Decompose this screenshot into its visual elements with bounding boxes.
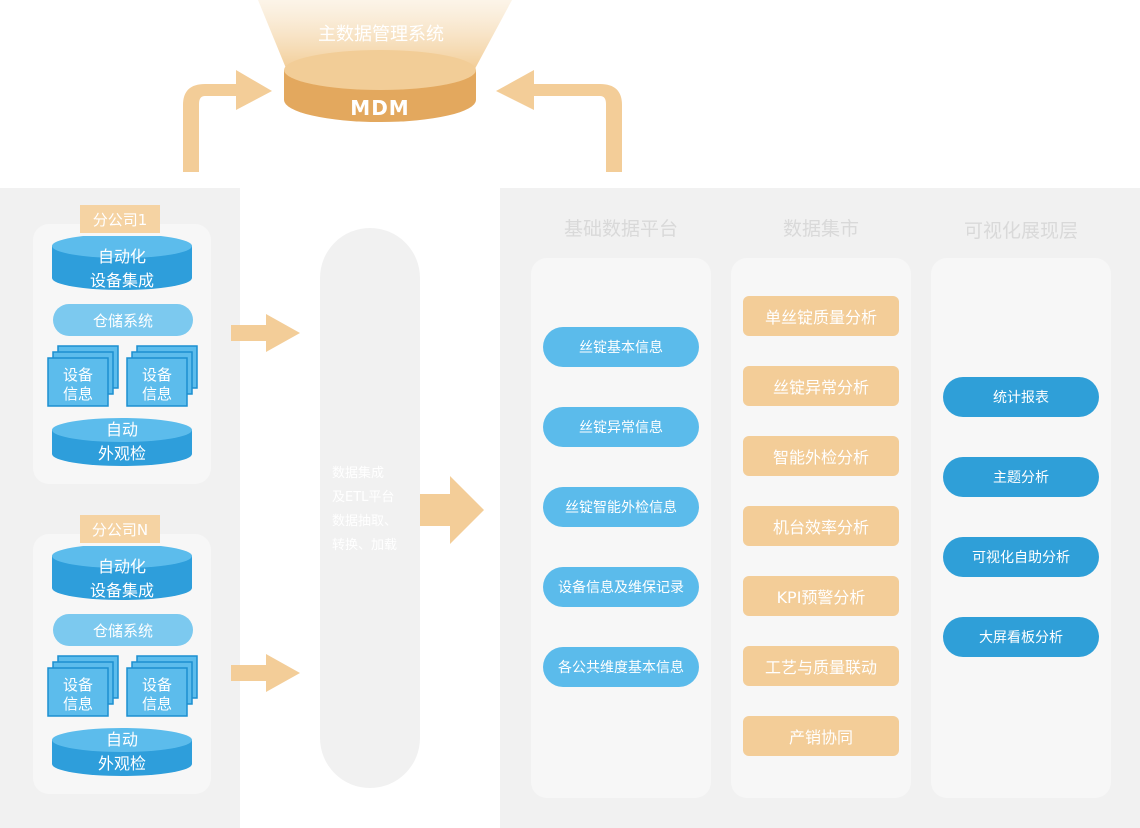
company-name-1: 分公司1 (80, 205, 160, 233)
document-stack-icon (126, 345, 198, 407)
arrow-right-icon (414, 476, 484, 544)
base-item: 设备信息及维保记录 (543, 567, 699, 607)
company-n-bottom-cylinder-line-1: 自动 (105, 730, 138, 749)
base-item: 各公共维度基本信息 (543, 647, 699, 687)
mart-item: 丝锭异常分析 (743, 366, 899, 406)
company-n-doc-1-line-2: 信息 (62, 695, 93, 713)
mart-item: 单丝锭质量分析 (743, 296, 899, 336)
company-1-storage-system: 仓储系统 (53, 304, 193, 336)
database-cylinder-icon (52, 236, 192, 290)
mart-item: 机台效率分析 (743, 506, 899, 546)
company-n-storage-system: 仓储系统 (53, 614, 193, 646)
company-n-top-cylinder-line-2: 设备集成 (89, 581, 154, 600)
etl-platform (320, 228, 420, 788)
company-1-doc-2-line-2: 信息 (141, 385, 172, 403)
mart-item: 工艺与质量联动 (743, 646, 899, 686)
etl-line-3: 数据抽取、 (332, 514, 398, 529)
mart-item: 智能外检分析 (743, 436, 899, 476)
company-n-bottom-cylinder-line-2: 外观检 (97, 754, 146, 773)
base-item: 丝锭基本信息 (543, 327, 699, 367)
company-1-top-cylinder-line-1: 自动化 (97, 247, 146, 266)
mdm-badge-label: MDM (350, 96, 410, 120)
column-vis (931, 258, 1111, 798)
arrow-right-icon (231, 654, 300, 692)
vis-item: 大屏看板分析 (943, 617, 1099, 657)
company-n-doc-2-line-2: 信息 (141, 695, 172, 713)
column-title-vis: 可视化展现层 (963, 220, 1078, 242)
vis-item: 主题分析 (943, 457, 1099, 497)
company-name-n: 分公司N (80, 515, 160, 543)
company-1-bottom-cylinder-line-1: 自动 (105, 420, 138, 439)
arrow-right-icon (231, 314, 300, 352)
database-cylinder-icon (52, 418, 192, 466)
company-1-doc-2-line-1: 设备 (141, 366, 172, 384)
etl-line-1: 数据集成 (332, 466, 385, 481)
document-stack-icon (47, 655, 119, 717)
database-cylinder-icon (52, 546, 192, 600)
right-bent-arrow (496, 70, 622, 172)
mart-item: 产销协同 (743, 716, 899, 756)
mdm-system-title: 主数据管理系统 (318, 24, 444, 45)
company-n-doc-2-line-1: 设备 (141, 676, 172, 694)
base-item: 丝锭异常信息 (543, 407, 699, 447)
base-item: 丝锭智能外检信息 (543, 487, 699, 527)
column-title-mart: 数据集市 (782, 218, 859, 240)
company-n-graphics (47, 546, 198, 776)
mart-item: KPI预警分析 (743, 576, 899, 616)
vis-item: 可视化自助分析 (943, 537, 1099, 577)
company-n-doc-1-line-1: 设备 (62, 676, 93, 694)
column-title-base: 基础数据平台 (563, 218, 678, 240)
document-stack-icon (126, 655, 198, 717)
database-cylinder-icon (52, 728, 192, 776)
vis-item: 统计报表 (943, 377, 1099, 417)
company-n-top-cylinder-line-1: 自动化 (97, 557, 146, 576)
company-1-top-cylinder-line-2: 设备集成 (89, 271, 154, 290)
document-stack-icon (47, 345, 119, 407)
left-bent-arrow (183, 70, 272, 172)
etl-text: 数据集成 及ETL平台 数据抽取、 转换、加载 (322, 462, 422, 558)
company-1-doc-1-line-2: 信息 (62, 385, 93, 403)
company-1-graphics (47, 236, 198, 466)
etl-line-4: 转换、加载 (332, 538, 398, 553)
mdm-graphic (183, 0, 622, 172)
company-1-bottom-cylinder-line-2: 外观检 (97, 444, 146, 463)
company-1-doc-1-line-1: 设备 (62, 366, 93, 384)
etl-line-2: 及ETL平台 (332, 490, 395, 505)
